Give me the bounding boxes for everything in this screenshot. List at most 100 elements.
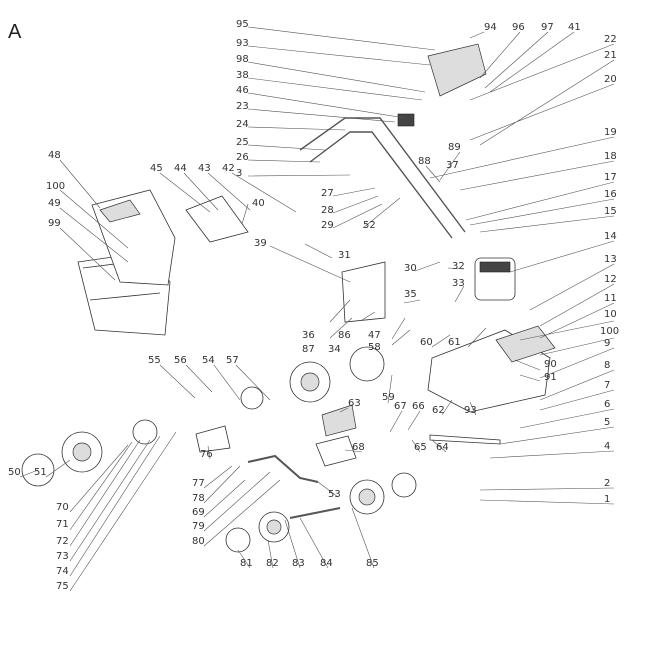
callout: 33 — [452, 278, 465, 289]
callout: 62 — [432, 405, 445, 416]
callout: 100 — [46, 181, 65, 192]
callout: 89 — [448, 142, 461, 153]
callout: 25 — [236, 137, 249, 148]
callout: 90 — [544, 359, 557, 370]
callout: 87 — [302, 344, 315, 355]
callout: 57 — [226, 355, 239, 366]
callout: 38 — [236, 70, 249, 81]
leader-lines — [19, 26, 615, 592]
callout: 93 — [236, 38, 249, 49]
callout: 1 — [604, 494, 610, 505]
callout: 65 — [414, 442, 427, 453]
callout: 37 — [446, 160, 459, 171]
callout: 72 — [56, 536, 69, 547]
front-axle — [247, 454, 319, 483]
callout: 14 — [604, 231, 617, 242]
callout: 64 — [436, 442, 449, 453]
callout: 52 — [363, 220, 376, 231]
callout: 88 — [418, 156, 431, 167]
callout: 70 — [56, 502, 69, 513]
callout: 86 — [338, 330, 351, 341]
callout: 17 — [604, 172, 617, 183]
callout: 7 — [604, 380, 610, 391]
callout: 3 — [236, 168, 242, 179]
callout: 55 — [148, 355, 161, 366]
callout: 99 — [48, 218, 61, 229]
callout: 41 — [568, 22, 581, 33]
callout: 56 — [174, 355, 187, 366]
callout: 18 — [604, 151, 617, 162]
callout: 30 — [404, 263, 417, 274]
callout: 83 — [292, 558, 305, 569]
callout: 51 — [34, 467, 47, 478]
callout: 100 — [600, 326, 619, 337]
callout: 60 — [420, 337, 433, 348]
callout: 11 — [604, 293, 617, 304]
callout: 2 — [604, 478, 610, 489]
callout: 71 — [56, 519, 69, 530]
callout: 8 — [604, 360, 610, 371]
callout: 67 — [394, 401, 407, 412]
callout: 85 — [366, 558, 379, 569]
callout: 79 — [192, 521, 205, 532]
callout: 6 — [604, 399, 610, 410]
callout: 45 — [150, 163, 163, 174]
callout: 49 — [48, 198, 61, 209]
callout: 53 — [328, 489, 341, 500]
callout: 46 — [236, 85, 249, 96]
callout: 28 — [321, 205, 334, 216]
callout: 84 — [320, 558, 333, 569]
callout: 40 — [252, 198, 265, 209]
callout: 26 — [236, 152, 249, 163]
callout: 21 — [604, 50, 617, 61]
callout: 96 — [512, 22, 525, 33]
callout: 93 — [464, 405, 477, 416]
callout: 66 — [412, 401, 425, 412]
handle — [299, 117, 466, 233]
callout: 75 — [56, 581, 69, 592]
callout: 59 — [382, 392, 395, 403]
callout: 68 — [352, 442, 365, 453]
callout: 23 — [236, 101, 249, 112]
callout: 81 — [240, 558, 253, 569]
callout: 95 — [236, 19, 249, 30]
callout: 50 — [8, 467, 21, 478]
rear-flap — [185, 195, 249, 243]
callout: 63 — [348, 398, 361, 409]
callout: 22 — [604, 34, 617, 45]
callout: 35 — [404, 289, 417, 300]
callout: 48 — [48, 150, 61, 161]
callout: 98 — [236, 54, 249, 65]
control-box — [427, 43, 487, 97]
height-bracket — [341, 261, 386, 323]
callout: 9 — [604, 338, 610, 349]
callout: 5 — [604, 417, 610, 428]
front-cover — [315, 435, 357, 467]
gearbox — [195, 425, 231, 453]
callout: 77 — [192, 478, 205, 489]
callout: 82 — [266, 558, 279, 569]
callout: 16 — [604, 189, 617, 200]
callout: 61 — [448, 337, 461, 348]
callout: 4 — [604, 441, 610, 452]
callout: 32 — [452, 261, 465, 272]
callout: 34 — [328, 344, 341, 355]
callout: 43 — [198, 163, 211, 174]
parts-drawing — [21, 43, 556, 553]
callout: 54 — [202, 355, 215, 366]
callout: 78 — [192, 493, 205, 504]
callout: 39 — [254, 238, 267, 249]
callout: 10 — [604, 309, 617, 320]
callout: 36 — [302, 330, 315, 341]
figure-letter: A — [8, 21, 22, 43]
callout: 42 — [222, 163, 235, 174]
callout: 12 — [604, 274, 617, 285]
callout: 97 — [541, 22, 554, 33]
callout: 74 — [56, 566, 69, 577]
callout: 20 — [604, 74, 617, 85]
callout: 31 — [338, 250, 351, 261]
callout: 24 — [236, 119, 249, 130]
callout: 58 — [368, 342, 381, 353]
callout: 69 — [192, 507, 205, 518]
